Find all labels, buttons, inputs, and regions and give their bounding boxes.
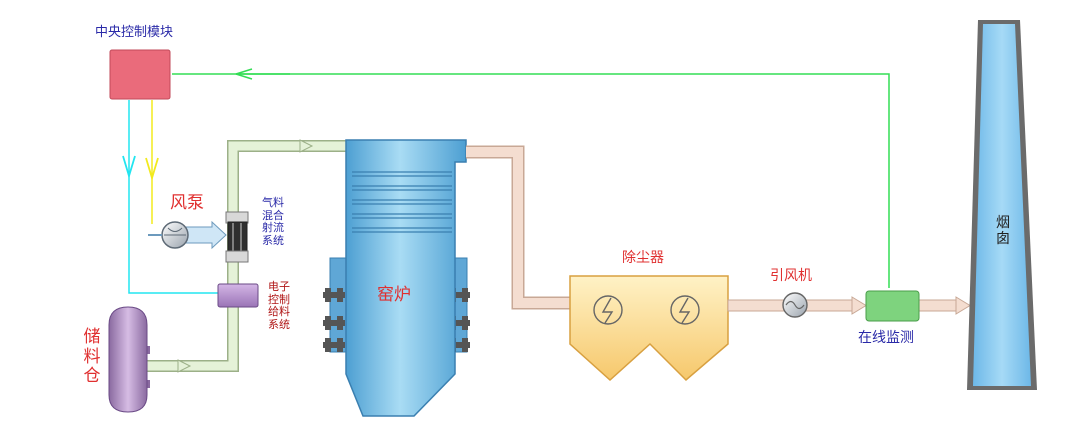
kiln-coils — [352, 171, 452, 233]
chimney — [967, 20, 1037, 390]
ejector-label-line: 射流 — [262, 221, 284, 235]
fan-pump — [148, 220, 227, 250]
central-control-box — [109, 49, 171, 100]
storage-bin-char: 料 — [83, 346, 101, 367]
ejector-label-line: 气料 — [262, 196, 284, 209]
feeder-label-line: 给料 — [268, 305, 290, 319]
flue-pipe — [466, 145, 570, 310]
dust-collector — [569, 275, 729, 382]
yellow-arrow-head — [145, 157, 159, 182]
pipe-arrow-right — [299, 139, 314, 153]
fan-signal-line-yellow — [145, 100, 159, 224]
feeder-signal-line-cyan — [122, 100, 218, 294]
pipe-arrow-right — [177, 359, 192, 373]
storage-bin — [108, 306, 150, 413]
storage-bin-char: 储 — [83, 327, 101, 347]
induced-fan — [782, 292, 808, 318]
feeder-label-line: 控制 — [268, 292, 290, 306]
feedback-signal-line — [172, 68, 890, 288]
kiln-label: 窑炉 — [377, 285, 411, 305]
storage-bin-label: 储 料 仓 — [82, 327, 102, 387]
dust-collector-label: 除尘器 — [622, 250, 664, 266]
central-control-label: 中央控制模块 — [95, 25, 174, 40]
fan-pump-label: 风泵 — [170, 193, 204, 213]
exhaust-duct — [727, 296, 971, 315]
ejector-system-label: 气料 混合 射流 系统 — [262, 196, 284, 248]
ejector-label-line: 系统 — [262, 233, 284, 247]
chimney-char: 囱 — [996, 231, 1010, 248]
feeder-label-line: 电子 — [268, 280, 290, 293]
feeder-label-line: 系统 — [268, 317, 290, 331]
ejector-label-line: 混合 — [262, 208, 284, 222]
kiln-burner-brackets-left — [323, 288, 345, 352]
chimney-label: 烟 囱 — [993, 215, 1013, 247]
feeder-box — [217, 283, 259, 308]
storage-bin-char: 仓 — [83, 366, 101, 387]
feeder-system-label: 电子 控制 给料 系统 — [268, 280, 290, 332]
online-monitor-box — [865, 290, 920, 322]
cyan-arrow-head — [122, 155, 136, 180]
filter-bag-icon — [593, 295, 623, 325]
filter-bag-icon — [670, 295, 700, 325]
green-arrow-head — [235, 68, 253, 80]
ejector-unit — [225, 211, 249, 263]
chimney-char: 烟 — [996, 215, 1010, 231]
kiln — [323, 139, 470, 417]
induced-fan-label: 引风机 — [770, 268, 812, 284]
online-monitor-label: 在线监测 — [858, 330, 914, 346]
